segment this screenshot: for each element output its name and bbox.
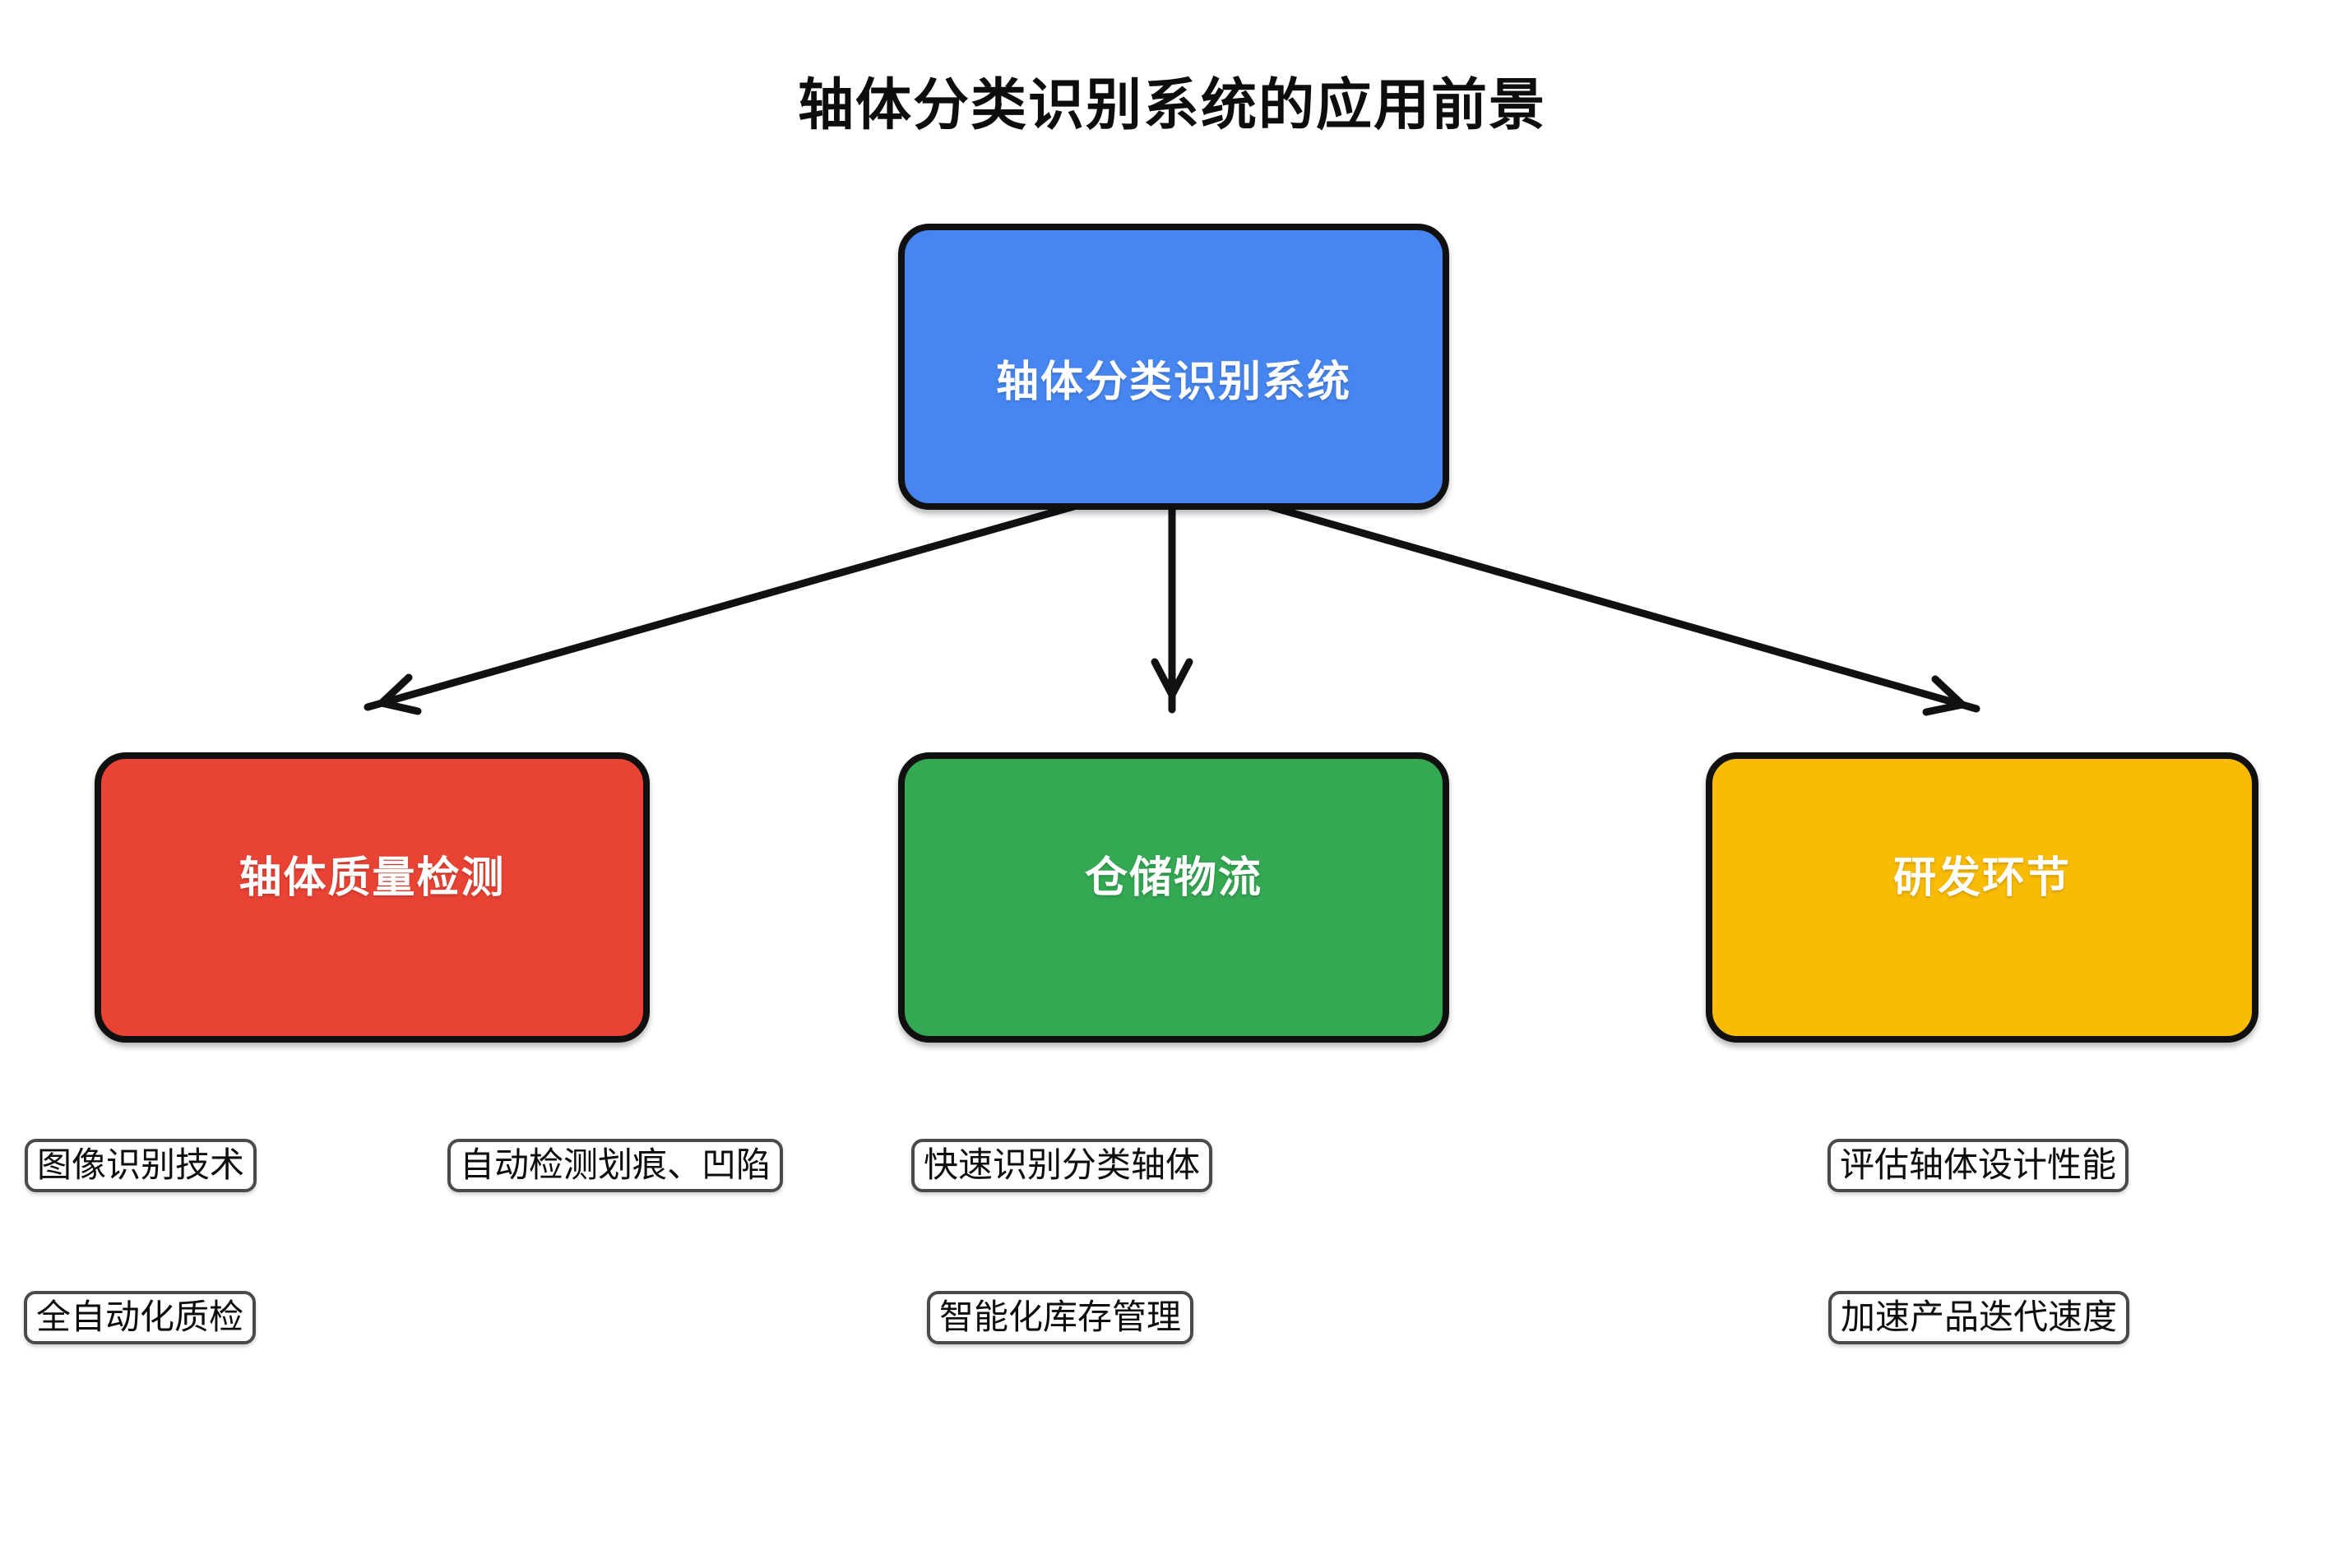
node-rnd-label: 研发环节 [1892, 854, 2071, 902]
diagram-title: 轴体分类识别系统的应用前景 [797, 74, 1546, 136]
arrow-root-to-quality [364, 474, 1176, 715]
node-quality: 轴体质量检测 [95, 752, 650, 1043]
tag-logistics-smart-inventory: 智能化库存管理 [927, 1291, 1194, 1345]
tag-rnd-faster-iteration: 加速产品迭代速度 [1828, 1291, 2130, 1345]
node-logistics-label: 仓储物流 [1084, 854, 1262, 902]
arrow-root-to-logistics [1151, 474, 1193, 714]
node-quality-label: 轴体质量检测 [239, 854, 506, 902]
node-root-label: 轴体分类识别系统 [995, 358, 1351, 406]
tag-quality-image-recognition: 图像识别技术 [25, 1139, 257, 1193]
tag-rnd-evaluate-design: 评估轴体设计性能 [1827, 1139, 2129, 1193]
tag-quality-full-auto-qc: 全自动化质检 [24, 1291, 257, 1345]
node-rnd: 研发环节 [1706, 752, 2258, 1043]
node-logistics: 仓储物流 [898, 752, 1449, 1043]
tag-logistics-fast-classify: 快速识别分类轴体 [911, 1139, 1213, 1193]
node-root: 轴体分类识别系统 [898, 224, 1449, 510]
arrow-root-to-rnd [1168, 474, 1980, 716]
tag-quality-auto-detect-defects: 自动检测划痕、凹陷 [447, 1139, 784, 1193]
